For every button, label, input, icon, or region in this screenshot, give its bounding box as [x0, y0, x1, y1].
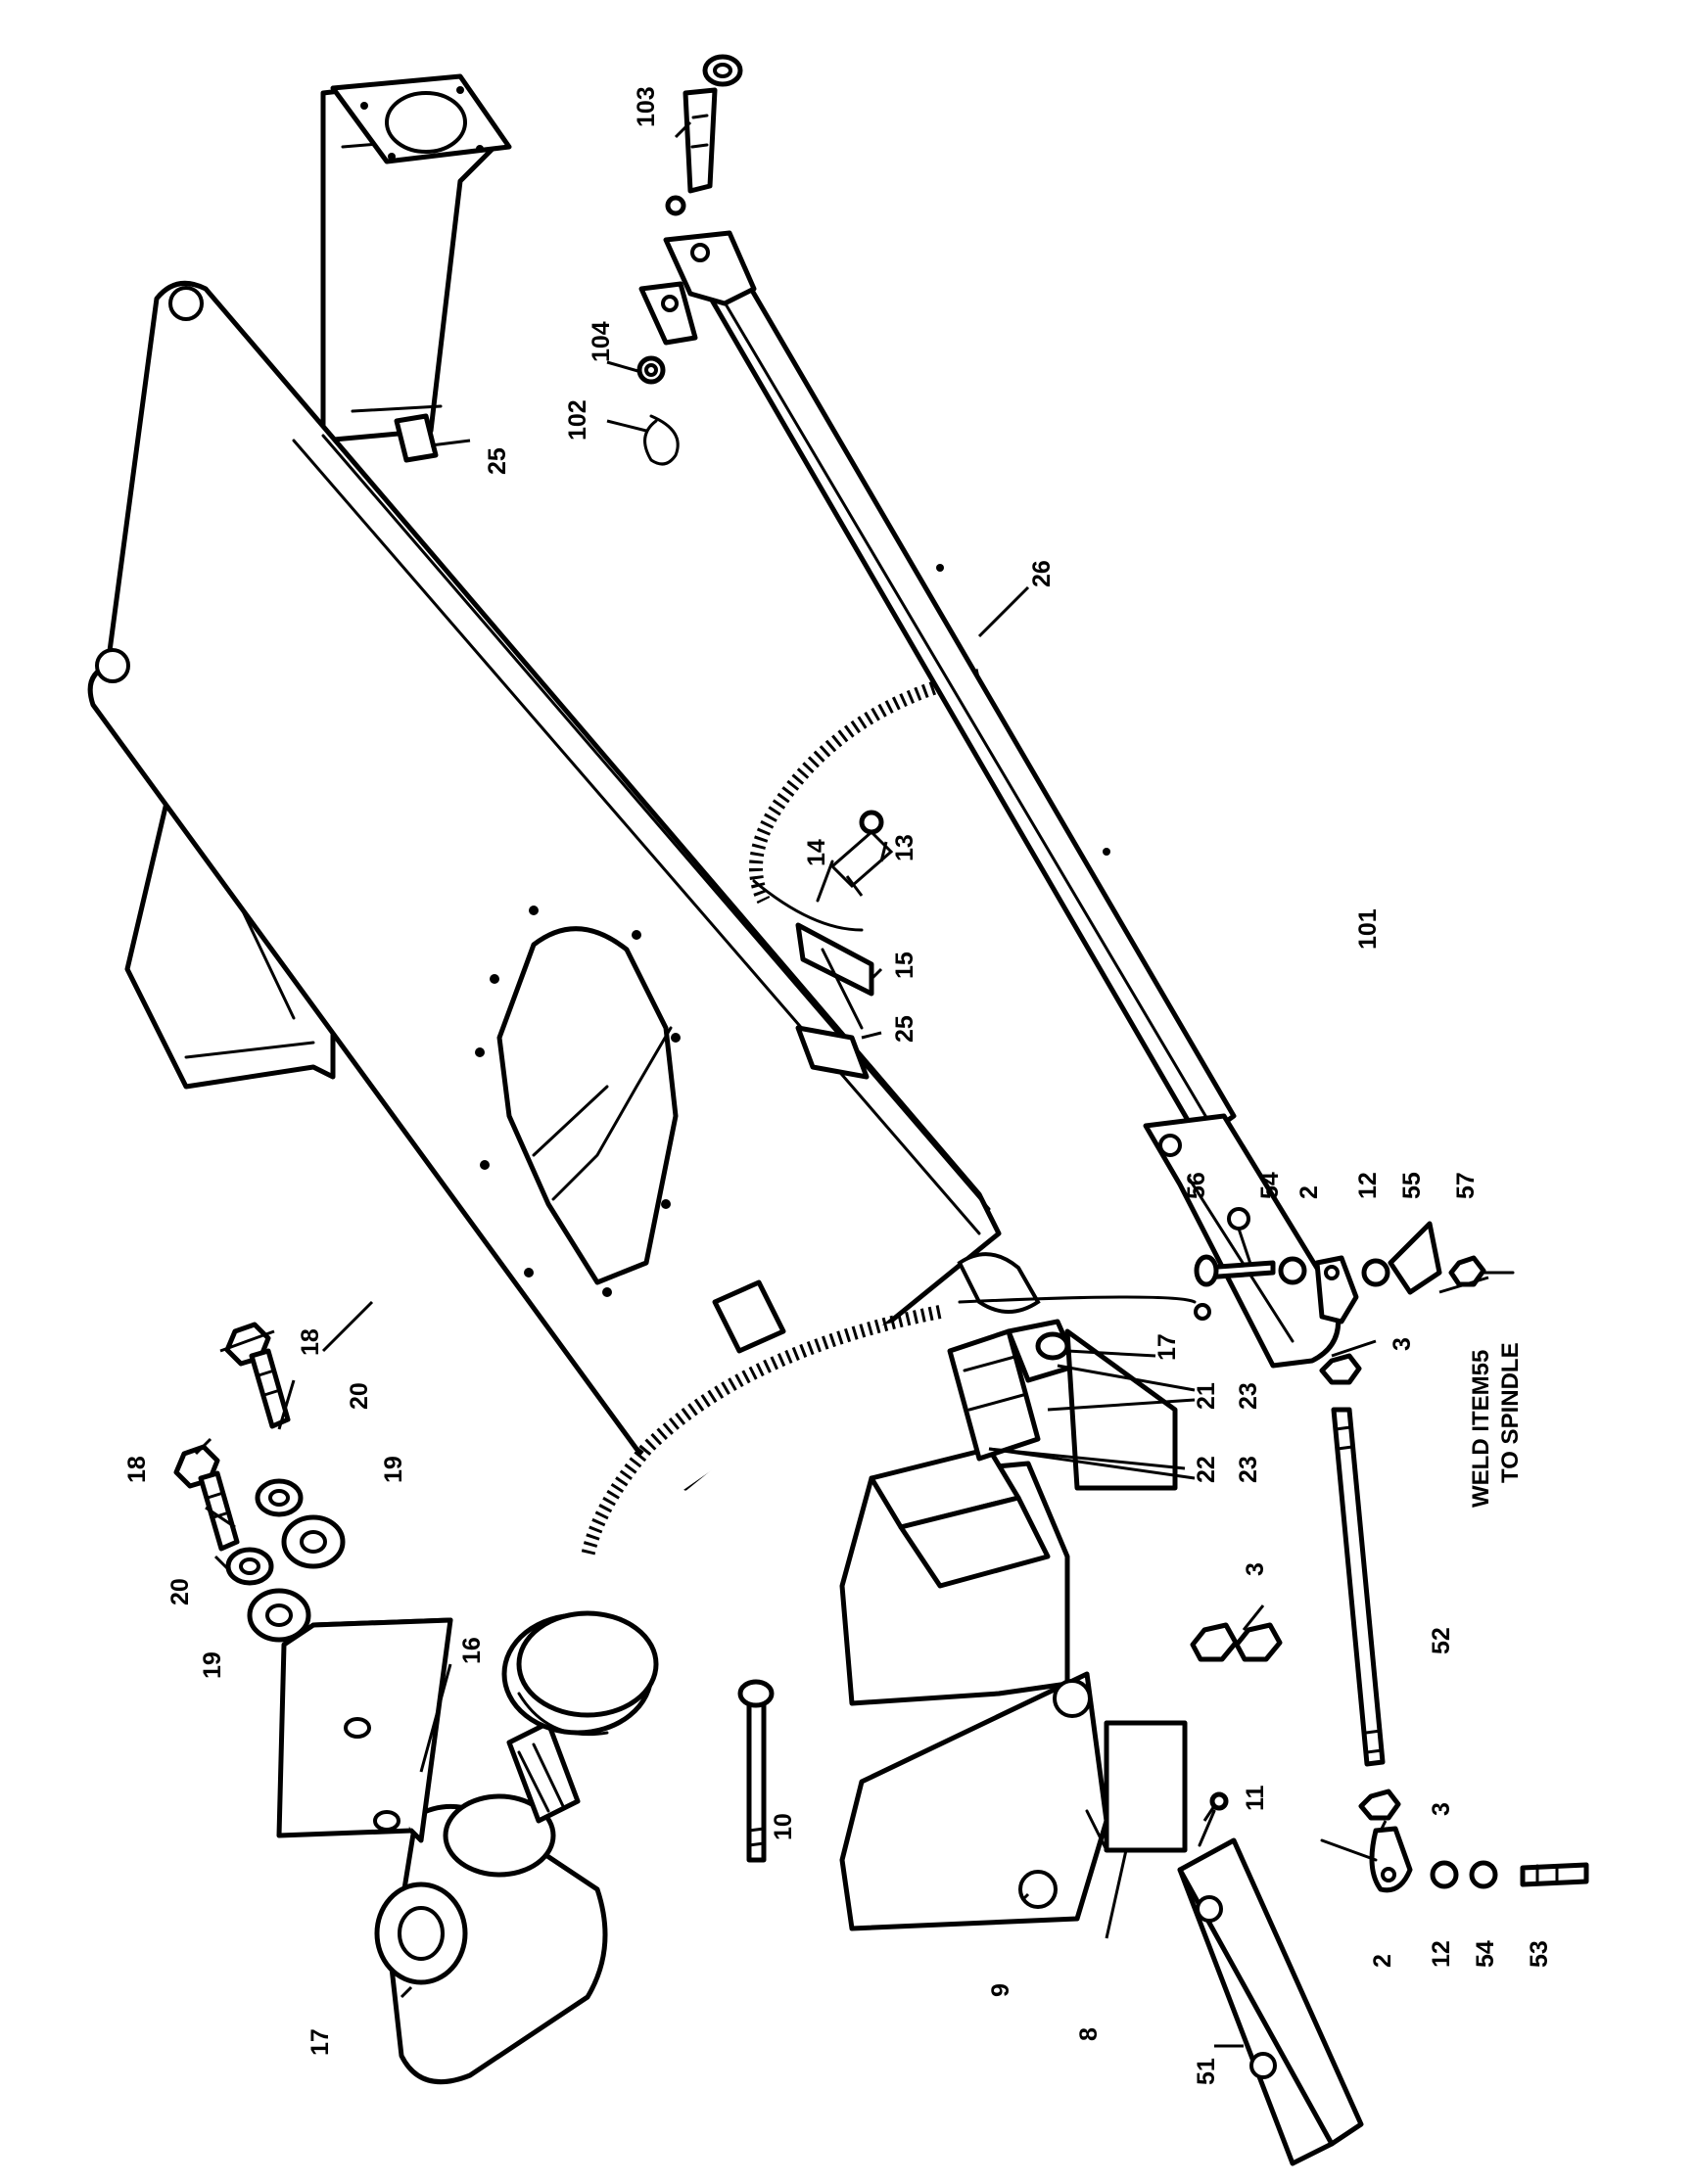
callout-9: 9 — [987, 1983, 1014, 1997]
callout-18-upper: 18 — [297, 1328, 324, 1356]
callout-2-upper: 2 — [1295, 1185, 1323, 1199]
callout-54-lower: 54 — [1472, 1940, 1499, 1968]
upper-square-tube — [320, 73, 512, 443]
bolts-and-washers — [173, 1322, 346, 1643]
callout-17-valve: 17 — [306, 2028, 334, 2056]
drum-band — [581, 669, 1197, 1558]
hitch-assembly — [737, 1446, 1188, 1931]
callout-52: 52 — [1428, 1627, 1455, 1654]
callout-2-lower: 2 — [1369, 1954, 1396, 1968]
callout-labels: 103 104 102 25 26 13 14 15 25 101 56 54 … — [123, 86, 1553, 2085]
weld-note: WELD ITEM55 TO SPINDLE — [1468, 1342, 1524, 1508]
block-25-upper — [394, 413, 439, 463]
callout-19-upper: 19 — [380, 1456, 407, 1483]
pin — [665, 54, 743, 216]
callout-104: 104 — [588, 321, 615, 362]
callout-102: 102 — [564, 399, 591, 441]
valve-body — [374, 1610, 659, 2085]
callout-20-lower: 20 — [166, 1578, 194, 1605]
long-bar — [638, 230, 1342, 1369]
callout-16: 16 — [458, 1637, 486, 1664]
callout-25-lower: 25 — [891, 1015, 918, 1043]
callout-22: 22 — [1193, 1456, 1220, 1483]
washer-and-clip — [636, 355, 680, 466]
callout-3-upper: 3 — [1389, 1337, 1416, 1351]
callout-55: 55 — [1398, 1172, 1426, 1199]
callout-103: 103 — [633, 86, 660, 127]
callout-23-a: 23 — [1235, 1382, 1262, 1410]
callout-12-lower: 12 — [1428, 1940, 1455, 1968]
callout-14: 14 — [803, 839, 830, 866]
callout-11: 11 — [1242, 1785, 1269, 1811]
callout-20-upper: 20 — [346, 1382, 373, 1410]
callout-23-b: 23 — [1235, 1456, 1262, 1483]
callout-12-upper: 12 — [1354, 1172, 1382, 1199]
callout-54-upper: 54 — [1256, 1172, 1284, 1199]
weld-note-line1: WELD ITEM55 — [1468, 1350, 1494, 1508]
hitch-nuts — [1190, 1622, 1283, 1662]
callout-101: 101 — [1354, 908, 1382, 950]
callout-10: 10 — [770, 1813, 797, 1840]
callout-57: 57 — [1452, 1172, 1480, 1199]
callout-25-upper: 25 — [484, 447, 511, 475]
data-plates — [947, 1319, 1178, 1491]
lever-bar — [1177, 1791, 1364, 2166]
callout-56: 56 — [1183, 1172, 1210, 1199]
callout-8: 8 — [1075, 2027, 1103, 2041]
callout-3-lower: 3 — [1428, 1802, 1455, 1816]
callout-13: 13 — [891, 834, 918, 861]
lower-rod-end — [1320, 1826, 1589, 1893]
callout-18-lower: 18 — [123, 1456, 151, 1483]
leader-lines — [194, 120, 1489, 2048]
callout-19-lower: 19 — [199, 1651, 226, 1679]
callout-15: 15 — [891, 952, 918, 979]
chain-bracket — [795, 810, 894, 1080]
callout-26: 26 — [1028, 560, 1056, 587]
callout-21: 21 — [1193, 1382, 1220, 1410]
callout-3-hitch: 3 — [1242, 1562, 1269, 1576]
callout-17-knob: 17 — [1154, 1333, 1181, 1361]
threaded-rod — [1319, 1353, 1401, 1821]
upper-rod-end — [1194, 1221, 1515, 1324]
mounting-plate — [276, 1617, 453, 1843]
callout-53: 53 — [1526, 1940, 1553, 1968]
weld-note-line2: TO SPINDLE — [1497, 1342, 1524, 1483]
main-plate — [87, 280, 1041, 1491]
callout-51: 51 — [1193, 2058, 1220, 2085]
